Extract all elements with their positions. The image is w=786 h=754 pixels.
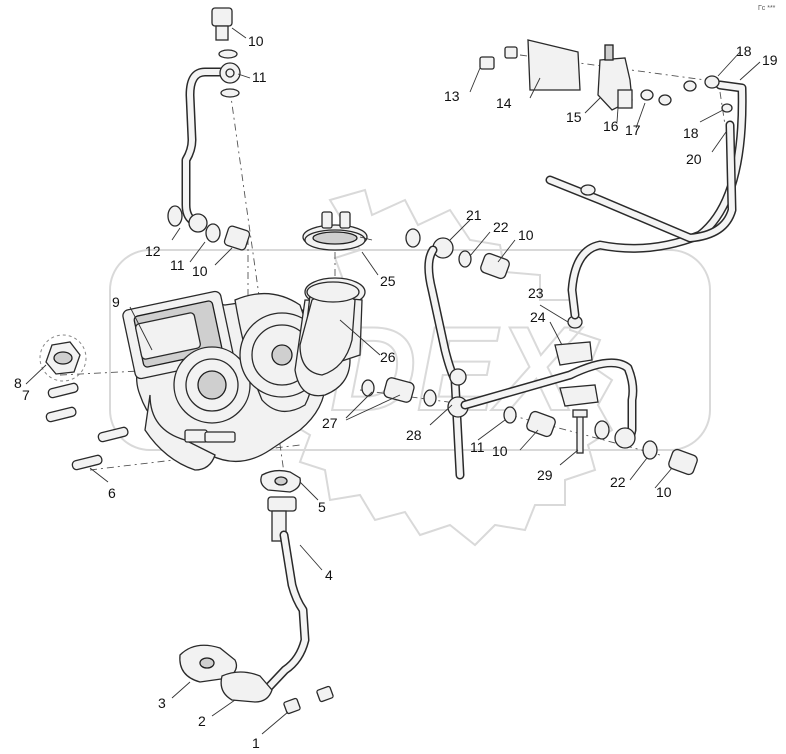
oil-return-pipe	[179, 469, 334, 715]
callout-10-right: 10	[656, 484, 672, 500]
callout-17: 17	[625, 122, 641, 138]
compressor-inlet-elbow	[299, 281, 360, 376]
callout-28: 28	[406, 427, 422, 443]
callout-18-top: 18	[736, 43, 752, 59]
callout-10-mid: 10	[518, 227, 534, 243]
exhaust-gasket-and-nut	[39, 312, 201, 382]
brand-mark: Гс ***	[758, 5, 776, 12]
vacuum-hose	[545, 80, 747, 320]
studs	[45, 382, 129, 471]
callout-10-left: 10	[192, 263, 208, 279]
callout-22-mid: 22	[493, 219, 509, 235]
callout-20: 20	[686, 151, 702, 167]
callout-24: 24	[530, 309, 546, 325]
callout-9: 9	[112, 294, 120, 310]
callout-19: 19	[762, 52, 778, 68]
callout-16: 16	[603, 118, 619, 134]
callout-3: 3	[158, 695, 166, 711]
callout-1: 1	[252, 735, 260, 751]
callout-27: 27	[322, 415, 338, 431]
callout-7: 7	[22, 387, 30, 403]
callout-11-mid: 11	[470, 439, 485, 455]
callout-5: 5	[318, 499, 326, 515]
callout-10-top: 10	[248, 33, 264, 49]
callout-22-right: 22	[610, 474, 626, 490]
callout-18-low: 18	[683, 125, 699, 141]
clamp-ring	[302, 211, 373, 251]
callout-leaders	[25, 27, 761, 735]
callout-10-low: 10	[492, 443, 508, 459]
callout-4: 4	[325, 567, 333, 583]
solenoid-valve-assembly	[479, 39, 733, 113]
callout-labels: 1 2 3 4 5 6 7 8 9 10 10 10 10 10 11 11 1…	[14, 33, 778, 751]
oil-feed-pipe-upper	[167, 7, 251, 251]
callout-11-left: 11	[170, 257, 185, 273]
callout-29: 29	[537, 467, 553, 483]
callout-23: 23	[528, 285, 544, 301]
callout-15: 15	[566, 109, 582, 125]
callout-2: 2	[198, 713, 206, 729]
boost-pipe-lower-right	[460, 315, 698, 476]
callout-11-top: 11	[252, 69, 267, 85]
callout-13: 13	[444, 88, 460, 104]
callout-21: 21	[466, 207, 482, 223]
callout-6: 6	[108, 485, 116, 501]
callout-26: 26	[380, 349, 396, 365]
callout-12: 12	[145, 243, 161, 259]
callout-14: 14	[496, 95, 512, 111]
callout-25: 25	[380, 273, 396, 289]
callout-8: 8	[14, 375, 22, 391]
boost-pipe-middle	[361, 228, 610, 480]
